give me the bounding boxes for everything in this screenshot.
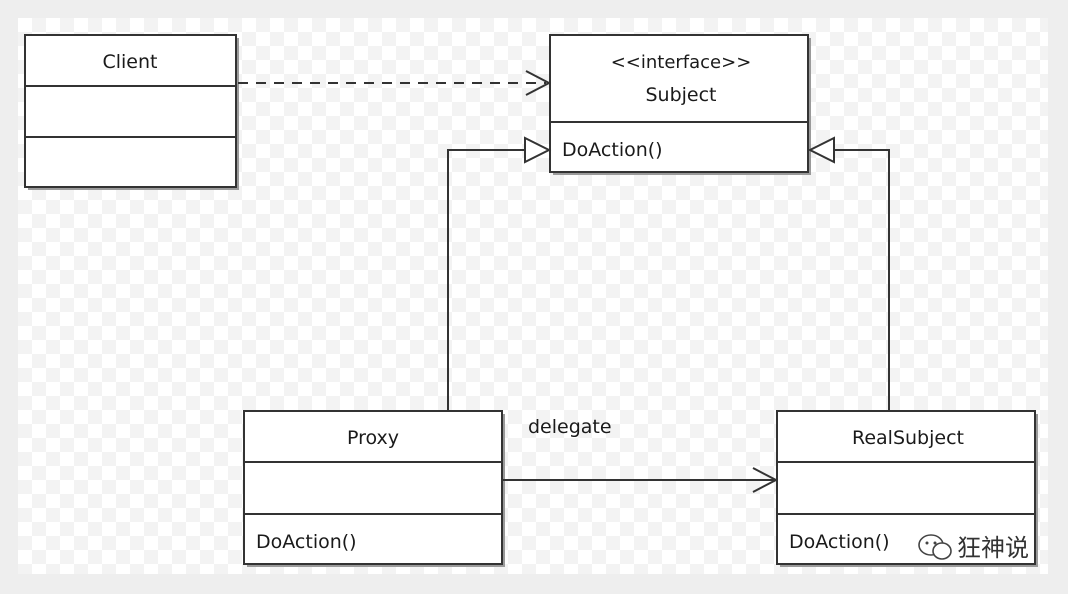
- real-subject-operation: DoAction(): [789, 531, 890, 553]
- edge-client-subject-dependency: [238, 70, 552, 96]
- subject-stereotype: <<interface>>: [611, 52, 752, 73]
- real-subject-box: [776, 410, 1036, 565]
- proxy-operation: DoAction(): [256, 531, 357, 553]
- edge-realsubject-subject-realization: [807, 136, 890, 411]
- chat-bubble-icon: [918, 534, 952, 560]
- open-arrowhead-icon: [752, 467, 779, 493]
- class-subject: <<interface>> Subject DoAction(): [549, 34, 811, 175]
- class-proxy: Proxy DoAction(): [243, 410, 505, 567]
- real-subject-name: RealSubject: [852, 427, 964, 449]
- client-box: [24, 34, 237, 188]
- edge-proxy-subject-realization: [447, 136, 552, 411]
- client-name: Client: [102, 51, 157, 73]
- class-client: Client: [24, 34, 239, 190]
- proxy-box: [243, 410, 503, 565]
- hollow-triangle-icon: [807, 136, 835, 164]
- real-subject-realization-line: [834, 149, 890, 411]
- proxy-name: Proxy: [347, 427, 399, 449]
- subject-name: Subject: [645, 84, 716, 106]
- watermark: 狂神说: [918, 534, 1029, 562]
- open-arrowhead-icon: [525, 70, 552, 96]
- hollow-triangle-icon: [524, 136, 552, 164]
- edge-proxy-realsubject-delegate: delegate: [503, 416, 779, 493]
- subject-box: [549, 34, 809, 173]
- class-real-subject: RealSubject DoAction(): [776, 410, 1038, 567]
- proxy-realization-line: [447, 149, 525, 411]
- subject-operation: DoAction(): [562, 139, 663, 161]
- delegate-label: delegate: [528, 416, 612, 438]
- watermark-text: 狂神说: [957, 534, 1029, 562]
